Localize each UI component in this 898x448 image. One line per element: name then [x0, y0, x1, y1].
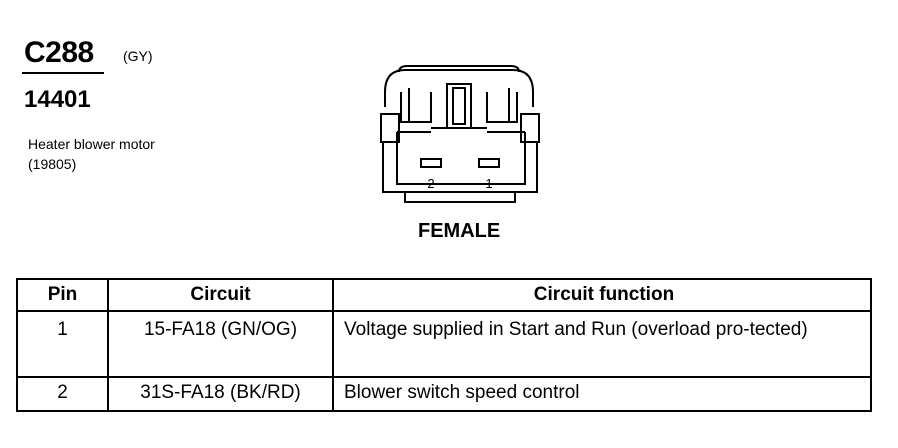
table-header-row: Pin Circuit Circuit function [16, 278, 872, 312]
connector-id: C288 [24, 36, 94, 69]
header-pin: Pin [16, 278, 109, 312]
pin-cell: 1 [16, 310, 109, 378]
component-number: (19805) [28, 156, 77, 172]
function-cell: Blower switch speed control [332, 376, 872, 412]
table-row: 2 31S-FA18 (BK/RD) Blower switch speed c… [16, 376, 872, 412]
pinout-table: Pin Circuit Circuit function 1 15-FA18 (… [16, 278, 872, 412]
pin-cell: 2 [16, 376, 109, 412]
part-number: 14401 [24, 86, 91, 113]
title-underline [22, 72, 104, 74]
connector-gender: FEMALE [418, 220, 501, 242]
pin-label-1: 1 [485, 176, 492, 191]
table-row: 1 15-FA18 (GN/OG) Voltage supplied in St… [16, 310, 872, 378]
function-cell: Voltage supplied in Start and Run (overl… [332, 310, 872, 378]
circuit-cell: 15-FA18 (GN/OG) [107, 310, 334, 378]
component-description: Heater blower motor [28, 136, 155, 152]
connector-color: (GY) [123, 48, 153, 64]
pin-label-2: 2 [427, 176, 434, 191]
header-circuit: Circuit [107, 278, 334, 312]
circuit-cell: 31S-FA18 (BK/RD) [107, 376, 334, 412]
header-circuit-function: Circuit function [332, 278, 872, 312]
connector-face-drawing: 2 1 [380, 65, 540, 203]
